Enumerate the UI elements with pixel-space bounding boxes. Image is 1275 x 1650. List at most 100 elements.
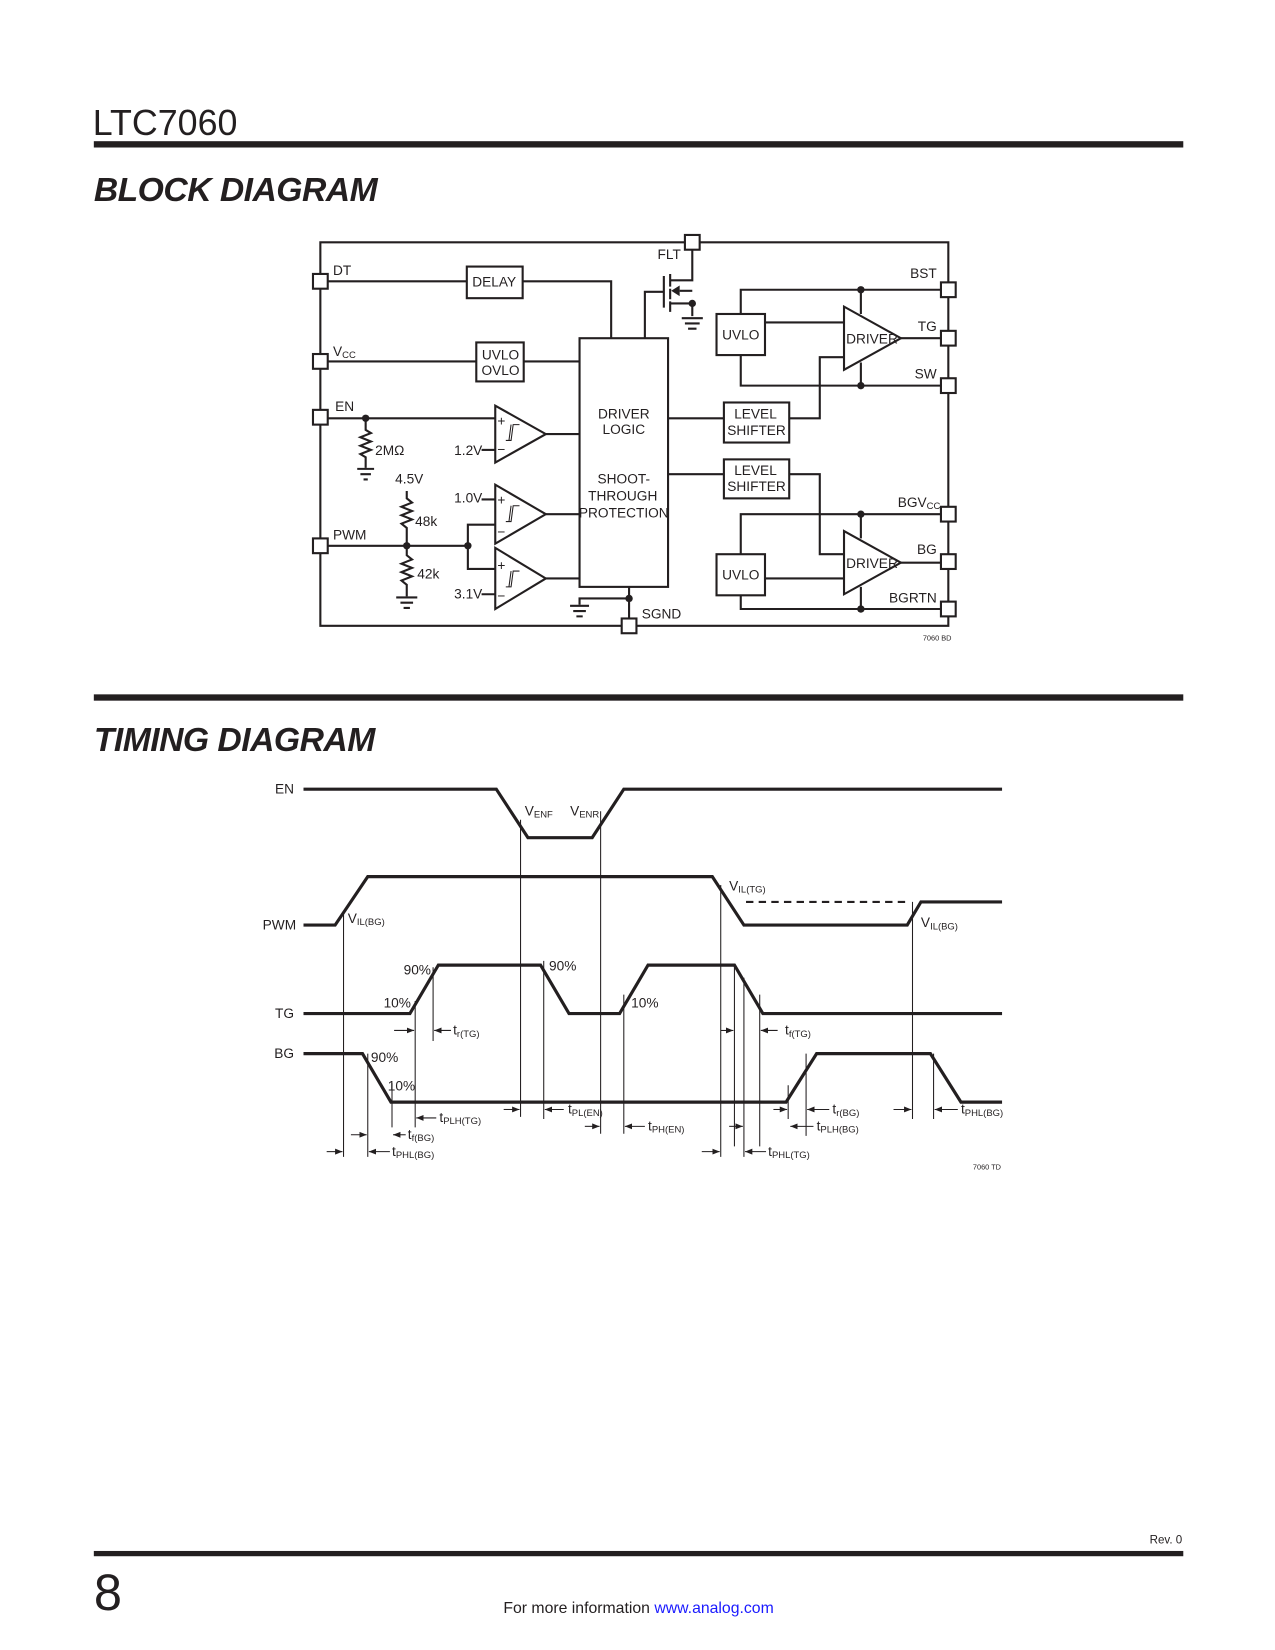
ground-icon	[357, 467, 375, 481]
driver-label: DRIVER	[846, 331, 898, 346]
tphl-tg-label: tPHL(TG)	[768, 1144, 810, 1161]
ground-icon	[570, 604, 590, 618]
reference-voltage: 1.0V	[454, 491, 483, 506]
driver-logic-block	[578, 337, 670, 588]
signal-label-en: EN	[275, 781, 294, 796]
percent-label: 90%	[549, 958, 576, 973]
plus-sign: +	[497, 558, 505, 573]
vil-tg-label: VIL(TG)	[729, 878, 766, 895]
pin-en-label: EN	[335, 399, 354, 414]
pin-sgnd	[620, 617, 638, 635]
part-number: LTC7060	[93, 103, 238, 143]
minus-sign: −	[497, 524, 505, 539]
pin-tg	[939, 329, 957, 347]
timing-diagram: EN PWM TG BG	[263, 781, 1004, 1171]
pin-dt-label: DT	[333, 263, 352, 278]
revision-label: Rev. 0	[1150, 1535, 1183, 1547]
hysteresis-icon	[505, 505, 520, 523]
pin-pwm	[311, 537, 329, 555]
ground-icon	[396, 596, 418, 610]
section-rule	[93, 694, 1184, 701]
pin-sw	[939, 377, 957, 395]
reference-voltage: 3.1V	[454, 586, 483, 601]
top-level-shifter	[722, 401, 791, 444]
sgnd-wire	[578, 586, 631, 619]
pin-pwm-label: PWM	[333, 527, 366, 542]
shoot-through-label: PROTECTION	[579, 505, 669, 520]
driver-logic-label: DRIVER	[598, 406, 650, 421]
plus-sign: +	[497, 414, 505, 429]
pin-tg-label: TG	[918, 319, 937, 334]
resistor-value: 2MΩ	[375, 443, 404, 458]
timing-reference-lines	[343, 811, 935, 1157]
waveform-tg	[303, 963, 1003, 1016]
block-diagram: DT VCC EN PWM DELAY UVLO OVLO DRIVER LOG…	[311, 233, 957, 643]
pin-bg-label: BG	[917, 542, 937, 557]
supply-voltage: 4.5V	[395, 472, 424, 487]
vil-bg-label: VIL(BG)	[921, 915, 958, 932]
footer-rule	[93, 1550, 1184, 1557]
resistor-value: 48k	[415, 514, 437, 529]
signal-label-bg: BG	[274, 1046, 294, 1061]
fault-mosfet	[643, 249, 694, 339]
block-diagram-title: BLOCK DIAGRAM	[94, 171, 379, 209]
analog-link[interactable]: www.analog.com	[653, 1600, 773, 1617]
vil-bg-label: VIL(BG)	[348, 911, 385, 928]
resistor-2meg	[357, 418, 374, 468]
en-comparator	[494, 403, 548, 465]
tr-bg-label: tr(BG)	[832, 1102, 859, 1119]
shoot-through-label: SHOOT-	[598, 472, 650, 487]
top-driver-wiring	[668, 288, 941, 420]
figure-code: 7060 BD	[923, 634, 952, 643]
pin-bgrtn	[939, 600, 957, 618]
level-shifter-label: LEVEL	[734, 406, 777, 421]
reference-voltage: 1.2V	[454, 443, 483, 458]
bottom-uvlo-block	[715, 553, 767, 597]
pin-bgvcc	[939, 505, 957, 523]
percent-label: 10%	[631, 995, 658, 1010]
top-uvlo-block	[715, 312, 767, 357]
minus-sign: −	[497, 589, 505, 604]
delay-block	[465, 265, 524, 300]
pin-sw-label: SW	[915, 366, 937, 381]
bottom-driver-wiring	[668, 473, 941, 611]
junction-dot	[464, 542, 472, 550]
pin-flt	[683, 233, 701, 251]
junction-dot	[857, 286, 865, 294]
venf-label: VENF	[525, 804, 553, 821]
tph-en-label: tPH(EN)	[648, 1119, 684, 1136]
shoot-through-label: THROUGH	[588, 488, 657, 503]
tpl-en-label: tPL(EN)	[568, 1102, 603, 1119]
resistor-value: 42k	[417, 566, 439, 581]
waveform-pwm	[303, 875, 1003, 927]
signal-label-tg: TG	[275, 1006, 294, 1021]
tr-tg-label: tr(TG)	[453, 1023, 479, 1040]
tf-tg-label: tf(TG)	[785, 1023, 811, 1040]
junction-dot	[403, 542, 411, 550]
dt-wire	[327, 280, 613, 339]
pin-flt-label: FLT	[658, 247, 682, 262]
pin-bgrtn-label: BGRTN	[889, 591, 937, 606]
minus-sign: −	[497, 442, 505, 457]
pin-vcc	[311, 352, 329, 370]
pin-bst	[939, 281, 957, 299]
percent-label: 90%	[371, 1050, 398, 1065]
uvlo-label: UVLO	[482, 347, 519, 362]
level-shifter-label: SHIFTER	[727, 423, 786, 438]
pwm-low-comparator	[494, 482, 548, 546]
tphl-bg-label: tPHL(BG)	[392, 1144, 434, 1161]
ground-icon	[681, 317, 703, 330]
percent-label: 10%	[388, 1079, 415, 1094]
page-number: 8	[94, 1564, 122, 1621]
pin-vcc-label: VCC	[333, 344, 356, 361]
pin-bg	[939, 553, 957, 571]
pin-en	[311, 408, 329, 426]
header-rule	[93, 141, 1184, 148]
resistor-42k	[398, 545, 415, 597]
en-wire	[327, 417, 580, 436]
percent-label: 90%	[404, 963, 431, 978]
waveform-en	[303, 787, 1003, 840]
more-info-text: For more information	[503, 1600, 654, 1617]
pin-sgnd-label: SGND	[642, 606, 682, 621]
mosfet-arrow-icon	[671, 285, 680, 297]
